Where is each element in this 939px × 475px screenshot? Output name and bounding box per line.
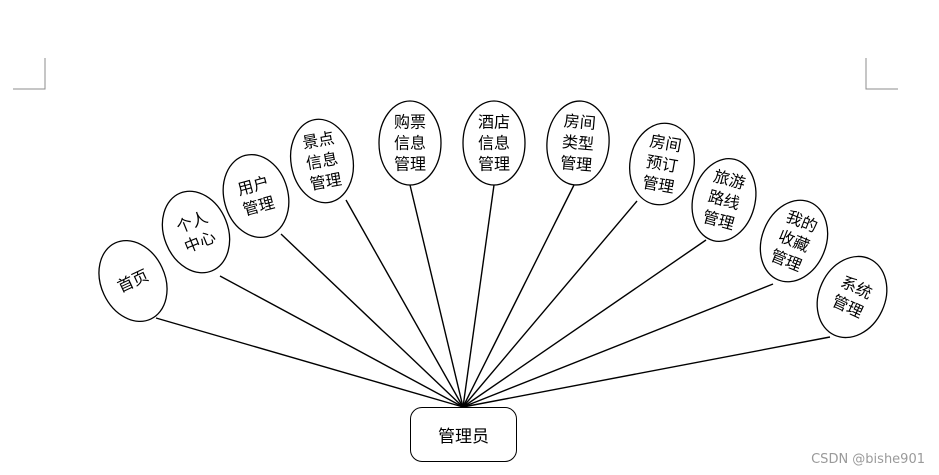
node-ellipse-hotel [462,100,526,186]
edge-user [280,233,464,408]
node-label-roomtype-1: 类型 [561,132,595,154]
node-ellipse-booking [629,122,695,206]
corner-mark-right [865,58,898,90]
edges [155,184,831,408]
edge-home [155,317,464,408]
node-label-hotel-0: 酒店 [478,113,510,132]
node-ellipse-personal [161,190,231,274]
edge-scenic [345,199,464,408]
edge-route [462,239,707,408]
root-node-admin: 管理员 [410,407,517,462]
node-ellipse-ticket [378,100,442,186]
edge-personal [219,275,464,408]
corner-mark-left [13,58,46,90]
node-label-hotel-1: 信息 [478,134,510,153]
root-node-label: 管理员 [438,427,489,447]
node-ellipse-route [691,157,757,243]
page-corner-marks [13,58,898,90]
node-ellipse-favorite [759,199,829,283]
node-home: 首页 [98,239,168,323]
node-ellipse-user [222,153,290,239]
node-label-roomtype-0: 房间 [563,111,597,133]
nodes: 首页个人中心用户管理景点信息管理购票信息管理酒店信息管理房间类型管理房间预订管理… [98,100,888,339]
node-label-hotel-2: 管理 [478,155,510,174]
node-ellipse-system [816,255,888,339]
edge-booking [462,200,638,408]
edge-roomtype [462,184,575,408]
edge-favorite [462,283,774,408]
node-label-ticket-1: 信息 [394,134,426,153]
edge-hotel [462,184,495,408]
node-ellipse-home [98,239,168,323]
node-label-ticket-0: 购票 [394,113,426,132]
node-ellipse-scenic [289,118,355,204]
edge-system [462,336,831,408]
node-label-roomtype-2: 管理 [559,153,593,175]
node-label-ticket-2: 管理 [394,155,426,174]
node-ellipse-roomtype [546,100,610,186]
edge-ticket [409,184,464,408]
watermark: CSDN @bishe901 [811,452,925,467]
